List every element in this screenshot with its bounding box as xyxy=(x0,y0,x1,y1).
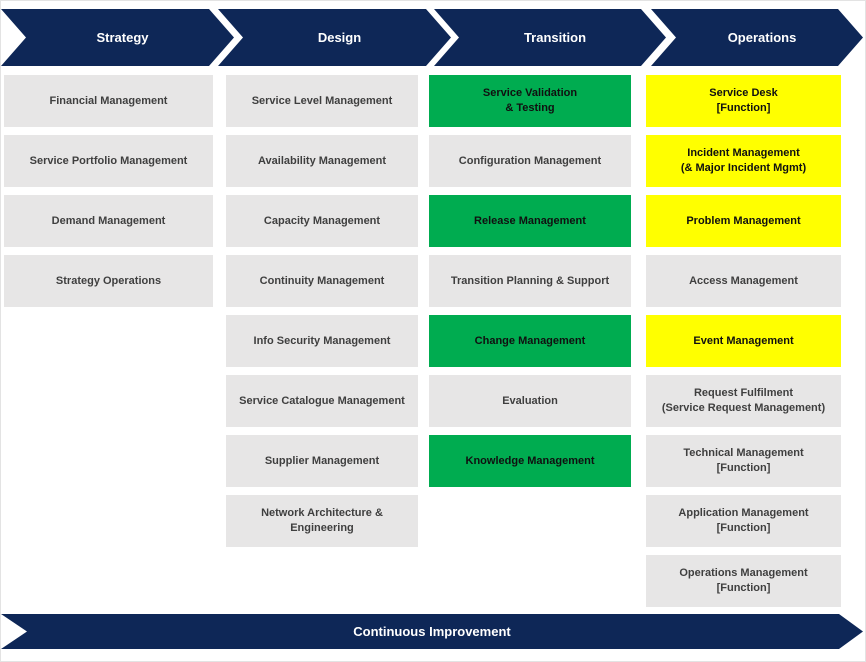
process-box: Application Management [Function] xyxy=(646,495,841,547)
process-box: Demand Management xyxy=(4,195,213,247)
process-box: Technical Management [Function] xyxy=(646,435,841,487)
process-box: Transition Planning & Support xyxy=(429,255,631,307)
process-box: Evaluation xyxy=(429,375,631,427)
process-box: Access Management xyxy=(646,255,841,307)
continuous-improvement-label: Continuous Improvement xyxy=(353,624,511,639)
process-box: Change Management xyxy=(429,315,631,367)
phase-chevron-design: Design xyxy=(218,9,451,66)
process-box: Service Catalogue Management xyxy=(226,375,418,427)
process-box: Release Management xyxy=(429,195,631,247)
phase-chevron-operations: Operations xyxy=(651,9,863,66)
process-box: Continuity Management xyxy=(226,255,418,307)
process-box: Service Desk [Function] xyxy=(646,75,841,127)
process-box: Service Validation & Testing xyxy=(429,75,631,127)
process-box: Configuration Management xyxy=(429,135,631,187)
process-box: Network Architecture & Engineering xyxy=(226,495,418,547)
column-operations: Service Desk [Function] Incident Manageme… xyxy=(646,75,841,607)
phase-label: Transition xyxy=(523,30,587,45)
process-box: Service Level Management xyxy=(226,75,418,127)
process-box: Knowledge Management xyxy=(429,435,631,487)
process-box: Service Portfolio Management xyxy=(4,135,213,187)
phase-label: Operations xyxy=(727,30,797,45)
continuous-improvement-banner: Continuous Improvement xyxy=(1,614,863,649)
process-box: Incident Management (& Major Incident Mg… xyxy=(646,135,841,187)
process-box: Request Fulfilment (Service Request Mana… xyxy=(646,375,841,427)
phase-label: Design xyxy=(317,30,362,45)
process-box: Capacity Management xyxy=(226,195,418,247)
process-box: Financial Management xyxy=(4,75,213,127)
phase-label: Strategy xyxy=(96,30,149,45)
phase-chevron-transition: Transition xyxy=(434,9,666,66)
process-box: Operations Management [Function] xyxy=(646,555,841,607)
process-box: Supplier Management xyxy=(226,435,418,487)
process-box: Problem Management xyxy=(646,195,841,247)
phase-chevron-strategy: Strategy xyxy=(1,9,234,66)
process-box: Event Management xyxy=(646,315,841,367)
process-box: Strategy Operations xyxy=(4,255,213,307)
process-box: Availability Management xyxy=(226,135,418,187)
process-box: Info Security Management xyxy=(226,315,418,367)
